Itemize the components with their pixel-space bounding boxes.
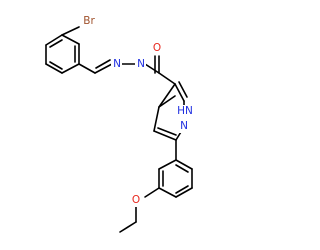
bond	[158, 83, 176, 108]
atom-label-group: Br N N O HN N O	[80, 15, 195, 207]
bond	[175, 164, 189, 173]
imine-nitrogen-label: N	[113, 58, 121, 70]
structure-canvas: Br N N O HN N O	[45, 15, 195, 233]
ring-nitrogen-label: N	[180, 120, 188, 132]
bond	[175, 185, 189, 194]
bond	[174, 83, 185, 102]
bond	[61, 34, 80, 45]
bond	[153, 106, 160, 132]
bond	[94, 63, 113, 74]
bond	[178, 81, 188, 98]
bond	[78, 63, 96, 74]
bond	[61, 63, 80, 74]
bond	[45, 34, 63, 46]
carbonyl-oxygen-label: O	[153, 42, 161, 54]
bond	[175, 159, 193, 170]
bromine-label: Br	[83, 15, 95, 27]
bond	[49, 39, 63, 48]
bond	[175, 187, 193, 198]
bond	[158, 72, 176, 85]
bond	[158, 95, 176, 108]
ether-oxygen-label: O	[132, 194, 140, 206]
bond	[144, 63, 160, 74]
bond	[95, 59, 111, 69]
bond-group	[45, 26, 193, 233]
bond	[49, 61, 63, 70]
hydrazide-nitrogen-label: N	[137, 58, 145, 70]
bond	[61, 26, 80, 36]
bond	[158, 159, 177, 170]
bond	[45, 63, 63, 74]
ring-nh-label: HN	[177, 105, 193, 117]
molecule-diagram: Br N N O HN N O	[45, 15, 195, 233]
bond	[157, 127, 177, 136]
bond	[119, 221, 137, 233]
bond	[153, 130, 177, 141]
bond	[158, 187, 177, 198]
bond	[144, 187, 160, 198]
